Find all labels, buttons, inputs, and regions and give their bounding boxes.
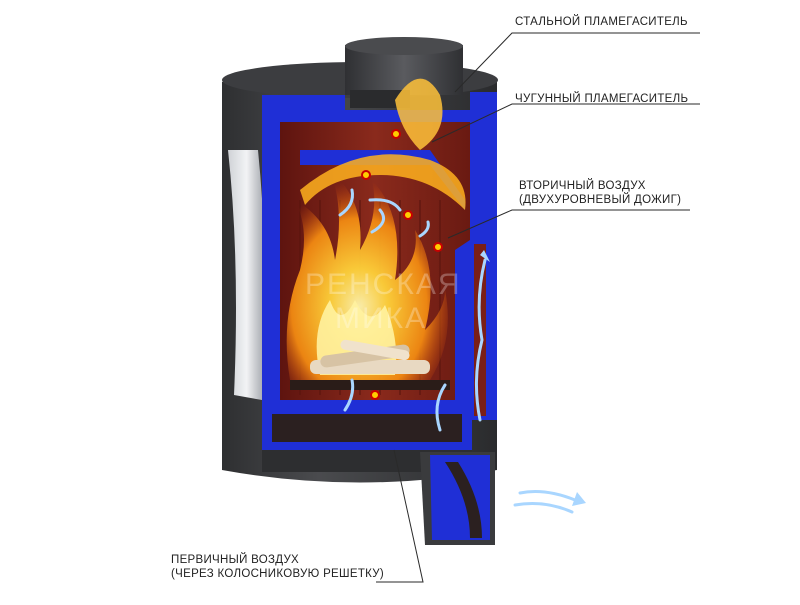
- side-glass-panel: [228, 150, 266, 400]
- callout-steel-deflector-text: СТАЛЬНОЙ ПЛАМЕГАСИТЕЛЬ: [515, 16, 688, 28]
- air-flow-arrows: [338, 188, 577, 514]
- flue-pipe: [345, 37, 463, 108]
- leader-lines: [376, 32, 700, 583]
- callout-secondary-air-line1: ВТОРИЧНЫЙ ВОЗДУХ: [519, 180, 646, 192]
- firewood: [310, 339, 430, 374]
- air-arrowheads: [480, 250, 586, 506]
- callout-cast-iron-deflector-text: ЧУГУННЫЙ ПЛАМЕГАСИТЕЛЬ: [515, 93, 689, 105]
- hot-spots: [361, 129, 443, 400]
- callout-cast-iron-deflector: ЧУГУННЫЙ ПЛАМЕГАСИТЕЛЬ: [515, 92, 688, 106]
- callout-secondary-air-line2: (ДВУХУРОВНЕВЫЙ ДОЖИГ): [519, 194, 682, 206]
- callout-steel-deflector: СТАЛЬНОЙ ПЛАМЕГАСИТЕЛЬ: [515, 15, 688, 29]
- callout-primary-air-line1: ПЕРВИЧНЫЙ ВОЗДУХ: [171, 554, 300, 566]
- callout-secondary-air: ВТОРИЧНЫЙ ВОЗДУХ (ДВУХУРОВНЕВЫЙ ДОЖИГ): [519, 179, 681, 207]
- air-intake-pipe: [420, 452, 495, 545]
- callout-primary-air: ПЕРВИЧНЫЙ ВОЗДУХ (ЧЕРЕЗ КОЛОСНИКОВУЮ РЕШ…: [171, 553, 384, 581]
- callout-primary-air-line2: (ЧЕРЕЗ КОЛОСНИКОВУЮ РЕШЕТКУ): [171, 568, 385, 580]
